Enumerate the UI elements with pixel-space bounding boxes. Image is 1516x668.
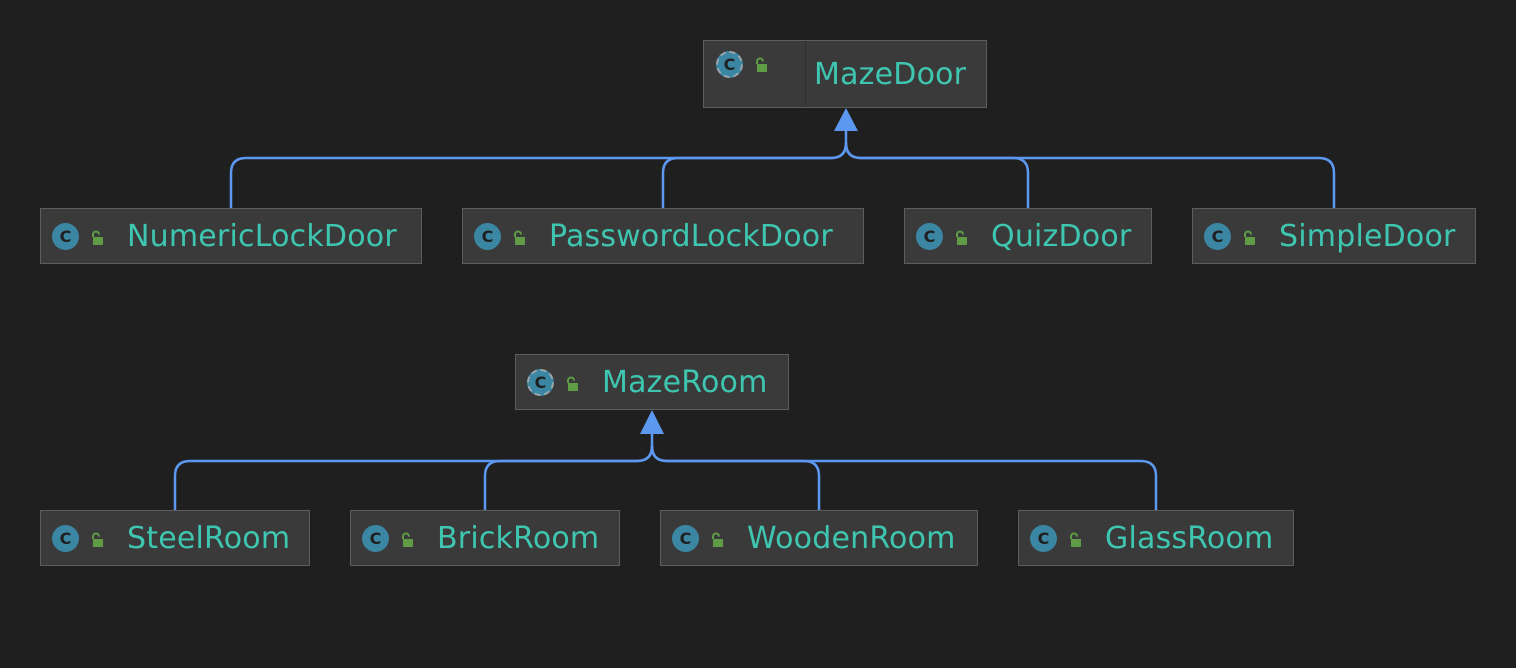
public-lock-icon [712, 532, 723, 547]
edge-simpledoor-to-mazedoor [844, 142, 1336, 208]
class-node-mazeroom[interactable]: C MazeRoom [515, 354, 789, 410]
class-name: WoodenRoom [747, 521, 956, 556]
class-icon: C [1204, 223, 1231, 250]
class-node-simpledoor[interactable]: C SimpleDoor [1192, 208, 1476, 264]
public-lock-icon [402, 532, 413, 547]
class-name: PasswordLockDoor [549, 219, 833, 254]
class-name: GlassRoom [1105, 521, 1274, 556]
abstract-class-icon: C [716, 51, 743, 78]
public-lock-icon [756, 57, 767, 72]
class-name: BrickRoom [437, 521, 600, 556]
edge-numericlockdoor-to-mazedoor [229, 131, 848, 208]
public-lock-icon [92, 532, 103, 547]
inheritance-arrow-icon [834, 108, 858, 131]
class-name: SimpleDoor [1279, 219, 1456, 254]
class-name: SteelRoom [127, 521, 291, 556]
class-node-brickroom[interactable]: C BrickRoom [350, 510, 620, 566]
class-node-glassroom[interactable]: C GlassRoom [1018, 510, 1294, 566]
class-node-mazedoor[interactable]: C MazeDoor [703, 40, 987, 108]
class-node-numericlockdoor[interactable]: C NumericLockDoor [40, 208, 422, 264]
class-node-passwordlockdoor[interactable]: C PasswordLockDoor [462, 208, 864, 264]
public-lock-icon [956, 230, 967, 245]
public-lock-icon [567, 376, 578, 391]
public-lock-icon [92, 230, 103, 245]
edge-quizdoor-to-mazedoor [844, 142, 1030, 208]
node-divider [805, 41, 806, 107]
class-icon: C [474, 223, 501, 250]
inheritance-arrow-icon [640, 410, 664, 434]
public-lock-icon [514, 230, 525, 245]
abstract-class-icon: C [527, 369, 554, 396]
class-icon: C [52, 525, 79, 552]
class-icon: C [362, 525, 389, 552]
class-node-woodenroom[interactable]: C WoodenRoom [660, 510, 978, 566]
class-icon: C [52, 223, 79, 250]
public-lock-icon [1244, 230, 1255, 245]
edge-brickroom-to-mazeroom [483, 445, 654, 510]
edge-woodenroom-to-mazeroom [650, 445, 821, 510]
class-name: MazeDoor [814, 57, 967, 92]
class-node-steelroom[interactable]: C SteelRoom [40, 510, 310, 566]
class-icon: C [916, 223, 943, 250]
class-node-quizdoor[interactable]: C QuizDoor [904, 208, 1152, 264]
edge-glassroom-to-mazeroom [650, 445, 1158, 510]
class-name: QuizDoor [991, 219, 1132, 254]
edge-passwordlockdoor-to-mazedoor [661, 142, 848, 208]
class-icon: C [1030, 525, 1057, 552]
class-icon: C [672, 525, 699, 552]
edge-steelroom-to-mazeroom [173, 434, 654, 510]
public-lock-icon [1070, 532, 1081, 547]
class-name: NumericLockDoor [127, 219, 397, 254]
class-name: MazeRoom [602, 365, 768, 400]
